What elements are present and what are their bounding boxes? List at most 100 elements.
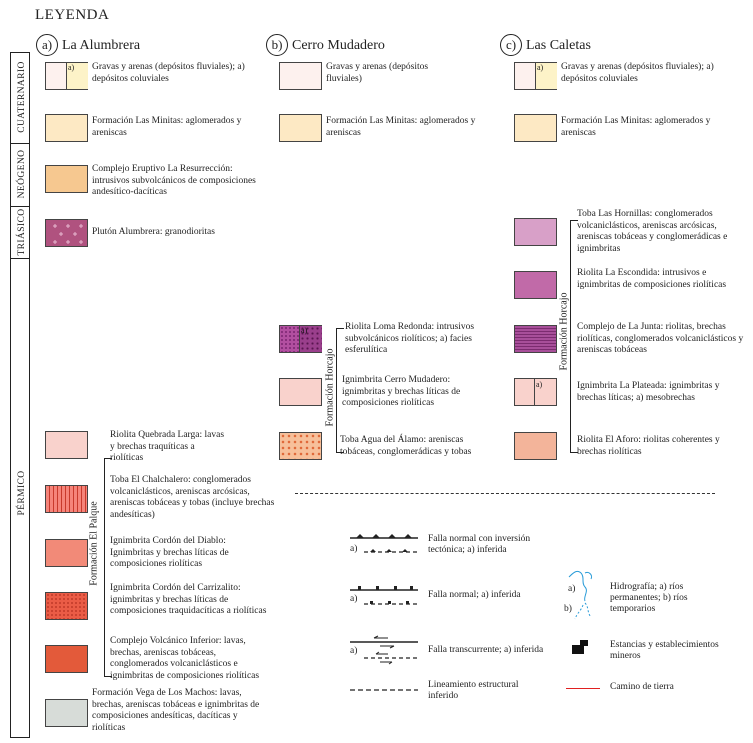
label-junta: Complejo de La Junta: riolitas, brechas … <box>577 322 744 355</box>
age-bar <box>10 52 30 738</box>
swatch-plateada: a) <box>514 378 557 406</box>
age-divider <box>10 258 30 259</box>
column-header-a: a) La Alumbrera <box>36 34 140 56</box>
swatch-minitas-b <box>279 114 322 142</box>
swatch-escondida <box>514 271 557 299</box>
label-quebrada: Riolita Quebrada Larga: lavas y brechas … <box>110 430 225 463</box>
swatch-cordon-diablo <box>45 539 88 567</box>
swatch-volc-inferior <box>45 645 88 673</box>
label-cordon-diablo: Ignimbrita Cordón del Diablo: Ignimbrita… <box>110 536 229 569</box>
swatch-coluvial <box>535 63 557 89</box>
age-neogeno: NEÓGENO <box>17 149 27 199</box>
horcajo-tick <box>336 452 344 453</box>
swatch-hornillas <box>514 218 557 246</box>
label-alamo: Toba Agua del Álamo: areniscas tobáceas,… <box>340 435 472 457</box>
label-falla-normal: Falla normal; a) inferida <box>428 590 521 600</box>
swatch-gravas-b <box>279 62 322 90</box>
label-volc-inferior: Complejo Volcánico Inferior: lavas, brec… <box>110 636 260 681</box>
label-plateada: Ignimbrita La Plateada: ignimbritas y br… <box>577 381 720 403</box>
label-aforo: Riolita El Aforo: riolitas coherentes y … <box>577 435 720 457</box>
palque-bracket <box>104 458 105 676</box>
formation-horcajo-b: Formación Horcajo <box>324 348 336 427</box>
section-separator <box>295 493 715 494</box>
pluton-pattern <box>53 224 83 244</box>
column-letter-c: c) <box>500 34 522 56</box>
swatch-pluton <box>45 219 88 247</box>
swatch-coluvial <box>66 63 88 89</box>
sub-a-transcurrente: a) <box>350 646 358 656</box>
column-letter-a: a) <box>36 34 58 56</box>
swatch-plateada-sub <box>534 379 557 405</box>
age-triasico: TRIÁSICO <box>17 208 27 256</box>
estancias-icon <box>572 645 584 654</box>
label-gravas-c: Gravas y arenas (depósitos fluviales); a… <box>561 62 714 84</box>
swatch-aforo <box>514 432 557 460</box>
label-loma: Riolita Loma Redonda: intrusivos subvolc… <box>345 322 475 355</box>
label-gravas-a: Gravas y arenas (depósitos fluviales); a… <box>92 62 245 84</box>
swatch-mudadero <box>279 378 322 406</box>
column-header-c: c) Las Caletas <box>500 34 591 56</box>
swatch-alamo <box>279 432 322 460</box>
palque-tick <box>104 676 112 677</box>
column-name-c: Las Caletas <box>526 38 591 53</box>
palque-tick <box>104 458 112 459</box>
label-pluton: Plutón Alumbrera: granodioritas <box>92 227 215 237</box>
age-cuaternario: CUATERNARIO <box>17 61 27 133</box>
camino-icon <box>566 688 600 689</box>
swatch-vega <box>45 699 88 727</box>
sub-a-normal: a) <box>350 594 358 604</box>
label-minitas-a: Formación Las Minitas: aglomerados y are… <box>92 116 242 138</box>
age-permico: PÉRMICO <box>17 470 27 516</box>
swatch-sub-a: a) <box>537 63 544 72</box>
label-minitas-b: Formación Las Minitas: aglomerados y are… <box>326 116 476 138</box>
sub-a-hidro: a) <box>568 584 576 594</box>
label-falla-inversion: Falla normal con inversión tectónica; a)… <box>428 534 531 555</box>
falla-transcurrente-icon <box>350 635 418 665</box>
formation-palque: Formación El Palque <box>88 501 100 586</box>
label-falla-transcurrente: Falla transcurrente; a) inferida <box>428 645 544 655</box>
label-carrizalito: Ignimbrita Cordón del Carrizalito: ignim… <box>110 583 267 616</box>
swatch-gravas-c: a) <box>514 62 557 90</box>
sub-b-hidro: b) <box>564 604 572 614</box>
swatch-quebrada <box>45 431 88 459</box>
age-divider <box>10 206 30 207</box>
horcajo-tick <box>570 220 578 221</box>
label-lineamiento: Lineamiento estructural inferido <box>428 680 519 701</box>
falla-inversion-icon <box>350 534 418 553</box>
label-mudadero: Ignimbrita Cerro Mudadero: ignimbritas y… <box>342 375 461 408</box>
lineamiento-icon <box>350 689 418 691</box>
swatch-gravas-a: a) <box>45 62 88 90</box>
swatch-minitas-c <box>514 114 557 142</box>
label-minitas-c: Formación Las Minitas: aglomerados y are… <box>561 116 711 138</box>
swatch-junta <box>514 325 557 353</box>
hidrografia-icon <box>568 570 592 620</box>
sub-a-inversion: a) <box>350 544 358 554</box>
column-name-b: Cerro Mudadero <box>292 38 385 53</box>
swatch-carrizalito <box>45 592 88 620</box>
horcajo-tick <box>570 452 578 453</box>
label-vega: Formación Vega de Los Machos: lavas, bre… <box>92 688 260 733</box>
legend-title: LEYENDA <box>35 7 110 23</box>
swatch-loma-sub <box>299 326 322 352</box>
label-escondida: Riolita La Escondida: intrusivos e ignim… <box>577 268 727 290</box>
estancias-icon-part <box>580 640 588 646</box>
horcajo-tick <box>336 328 344 329</box>
age-divider <box>10 143 30 144</box>
column-name-a: La Alumbrera <box>62 38 141 53</box>
label-estancias: Estancias y establecimientos mineros <box>610 640 719 661</box>
column-letter-b: b) <box>266 34 288 56</box>
label-hornillas: Toba Las Hornillas: conglomerados volcan… <box>577 209 728 254</box>
formation-horcajo-c: Formación Horcajo <box>558 292 570 371</box>
column-header-b: b) Cerro Mudadero <box>266 34 385 56</box>
label-chalchalero: Toba El Chalchalero: conglomerados volca… <box>110 475 275 520</box>
swatch-resurreccion <box>45 165 88 193</box>
swatch-sub-a: a) <box>68 63 75 72</box>
swatch-chalchalero <box>45 485 88 513</box>
swatch-sub-a: a) <box>536 380 543 389</box>
swatch-sub-a: a) <box>301 326 308 335</box>
label-camino: Camino de tierra <box>610 682 674 692</box>
label-gravas-b: Gravas y arenas (depósitos fluviales) <box>326 62 429 84</box>
falla-normal-icon <box>350 586 418 605</box>
swatch-loma: a) <box>279 325 322 353</box>
label-resurreccion: Complejo Eruptivo La Resurrección: intru… <box>92 164 256 197</box>
